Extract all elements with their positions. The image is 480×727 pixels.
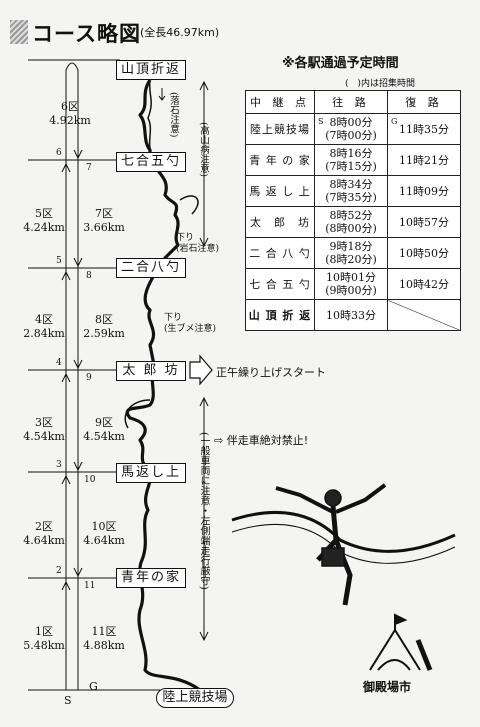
- row-return-empty: [387, 299, 461, 331]
- arrow-up: [61, 162, 71, 173]
- marker-up-2: 2: [56, 566, 62, 576]
- runner-illustration: [231, 483, 456, 606]
- heading-band: [10, 20, 28, 44]
- table-row: 七 合 五 勺 10時01分(9時00分) 10時42分: [245, 268, 461, 300]
- arrow-down: [73, 257, 83, 268]
- arrow-up: [61, 372, 71, 383]
- col-outbound: 往 路: [314, 90, 388, 114]
- note-descent-rock-1: 下り: [176, 233, 195, 243]
- station-seinen: 青年の家: [116, 568, 186, 588]
- note-descent-boar-2: (生ブメ注意): [164, 324, 217, 334]
- course-length: (全長46.97km): [140, 26, 220, 39]
- arrow-up: [61, 580, 71, 591]
- station-rikujou: 陸上競技場: [156, 688, 234, 708]
- row-return: 10時50分: [387, 237, 461, 269]
- row-outbound: 8時34分(7時35分): [314, 175, 388, 207]
- course-road-details: [124, 79, 199, 429]
- marker-down-9: 9: [86, 373, 92, 383]
- marker-down-11: 11: [84, 581, 96, 591]
- arrow-down: [73, 359, 83, 370]
- row-outbound: 9時18分(8時20分): [314, 237, 388, 269]
- col-station: 中 継 点: [245, 90, 315, 114]
- row-return: 11時21分: [387, 144, 461, 176]
- row-return: 11時09分: [387, 175, 461, 207]
- row-outbound: 8時16分(7時15分): [314, 144, 388, 176]
- arrow-up: [61, 474, 71, 485]
- arrow-down: [73, 567, 83, 578]
- marker-up-3: 3: [56, 460, 62, 470]
- logo-mark: [369, 613, 433, 671]
- row-return: 10時42分: [387, 268, 461, 300]
- marker-down-7: 7: [86, 163, 92, 173]
- marker-up-6: 6: [56, 148, 62, 158]
- note-altitude: (高山病注意): [198, 122, 209, 177]
- row-outbound: 10時33分: [314, 299, 388, 331]
- row-station: 二 合 八 勺: [245, 237, 315, 269]
- note-descent-boar-1: 下り: [164, 313, 183, 323]
- station-umagaeshi: 馬返し上: [116, 463, 186, 483]
- timetable-header-row: 中 継 点 往 路 復 路: [245, 90, 461, 114]
- timetable-title: ※各駅通過予定時間: [282, 56, 399, 71]
- table-row: 太 郎 坊 8時52分(8時00分) 10時57分: [245, 206, 461, 238]
- station-taro: 太 郎 坊: [116, 361, 186, 381]
- row-station: 陸上競技場: [245, 113, 315, 145]
- table-row: 二 合 八 勺 9時18分(8時20分) 10時50分: [245, 237, 461, 269]
- station-yamachouori: 山頂折返: [116, 60, 186, 80]
- goal-marker: G: [89, 680, 98, 693]
- note-descent-rock-2: (岩石注意): [176, 244, 220, 254]
- row-return: 10時57分: [387, 206, 461, 238]
- noon-arrow: [189, 354, 213, 386]
- marker-down-8: 8: [86, 271, 92, 281]
- row-station: 七 合 五 勺: [245, 268, 315, 300]
- station-nigou: 二合八勺: [116, 258, 186, 278]
- outbound-route: [65, 62, 79, 690]
- row-station: 太 郎 坊: [245, 206, 315, 238]
- table-row: 青 年 の 家 8時16分(7時15分) 11時21分: [245, 144, 461, 176]
- arrow-down: [73, 149, 83, 160]
- timetable-note: ( )内は招集時間: [345, 79, 416, 89]
- row-outbound: 8時52分(8時00分): [314, 206, 388, 238]
- marker-up-4: 4: [56, 358, 62, 368]
- col-return: 復 路: [387, 90, 461, 114]
- marker-down-10: 10: [84, 475, 96, 485]
- row-station: 山 頂 折 返: [245, 299, 315, 331]
- table-row: 山 頂 折 返 10時33分: [245, 299, 461, 331]
- row-station: 青 年 の 家: [245, 144, 315, 176]
- note-traffic: (一般車両に注意・左側端走行厳守): [198, 432, 209, 590]
- no-follow-car-note: ⇨ 伴走車絶対禁止!: [214, 434, 309, 447]
- start-marker: S: [64, 694, 72, 707]
- logo-text: 御殿場市: [363, 680, 412, 694]
- table-row: 馬 返 し 上 8時34分(7時35分) 11時09分: [245, 175, 461, 207]
- page-heading: コース略図 (全長46.97km): [10, 18, 270, 46]
- station-nanagou: 七合五勺: [116, 152, 186, 172]
- row-outbound: 10時01分(9時00分): [314, 268, 388, 300]
- arrow-up: [61, 270, 71, 281]
- marker-up-5: 5: [56, 256, 62, 266]
- page-title: コース略図: [32, 22, 141, 46]
- note-rockfall: (落石注意): [168, 92, 179, 138]
- noon-start-note: 正午繰り上げスタート: [216, 366, 326, 379]
- row-station: 馬 返 し 上: [245, 175, 315, 207]
- arrow-down: [73, 461, 83, 472]
